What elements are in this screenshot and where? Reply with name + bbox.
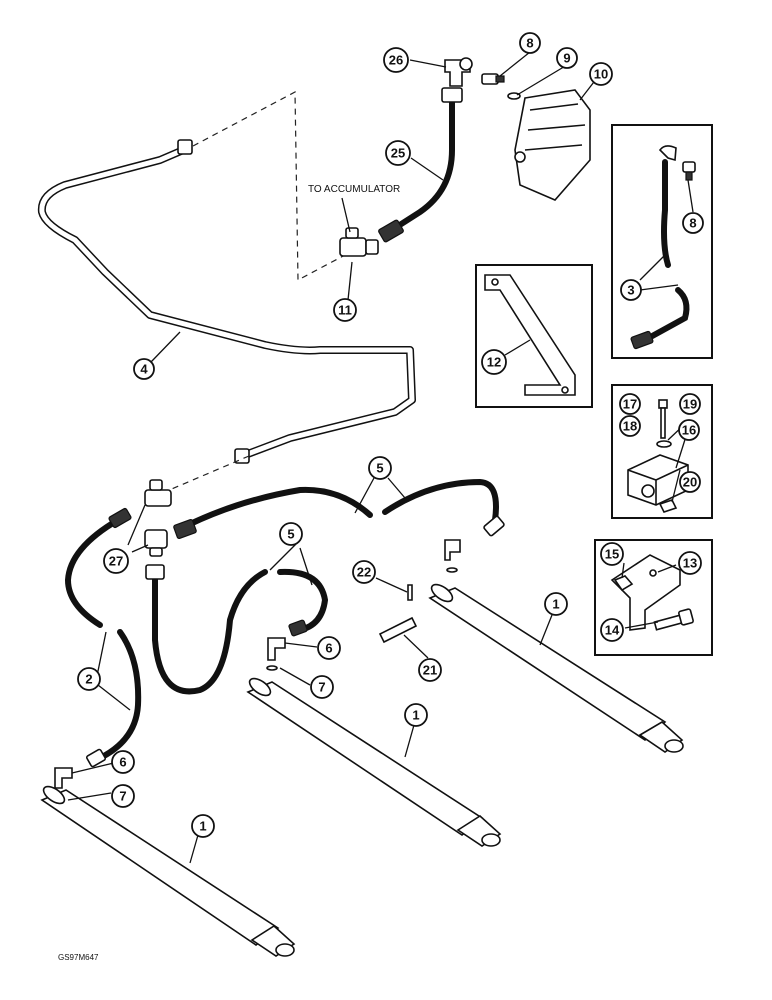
svg-text:21: 21: [423, 663, 437, 678]
cylinder-1-left: [40, 785, 296, 957]
svg-text:13: 13: [683, 556, 697, 571]
svg-text:12: 12: [487, 355, 501, 370]
elbow-fitting-upper-right: [444, 539, 461, 573]
callout-16: 16: [678, 419, 700, 441]
callout-26: 26: [383, 47, 409, 73]
svg-text:15: 15: [605, 547, 619, 562]
svg-text:26: 26: [389, 53, 403, 68]
svg-text:20: 20: [683, 475, 697, 490]
svg-text:3: 3: [627, 283, 634, 298]
tube-nut-top: [177, 139, 193, 155]
callout-17: 17: [619, 393, 641, 415]
hose-5-upper: [173, 478, 505, 540]
callout-8-upper: 8: [519, 32, 541, 54]
callout-2: 2: [77, 667, 101, 691]
callout-19: 19: [679, 393, 701, 415]
callout-5-lower: 5: [279, 522, 303, 546]
callout-22: 22: [352, 560, 376, 584]
svg-text:6: 6: [119, 755, 126, 770]
callout-1-middle: 1: [404, 703, 428, 727]
svg-text:8: 8: [689, 216, 696, 231]
hose-25: [378, 87, 463, 243]
callout-8-inset: 8: [682, 212, 704, 234]
svg-text:1: 1: [199, 819, 206, 834]
elbow-fitting-26: [444, 57, 473, 87]
svg-text:17: 17: [623, 397, 637, 412]
bracket-12: [484, 274, 576, 396]
svg-text:8: 8: [526, 36, 533, 51]
clip-22: [407, 584, 413, 601]
callout-15: 15: [600, 542, 624, 566]
steel-tube-4: [37, 139, 416, 464]
dashed-line-accumulator: [192, 91, 346, 281]
svg-text:7: 7: [318, 680, 325, 695]
svg-text:16: 16: [682, 423, 696, 438]
nut-20: [658, 499, 678, 513]
callout-21: 21: [418, 658, 442, 682]
svg-text:22: 22: [357, 565, 371, 580]
callout-10: 10: [589, 62, 613, 86]
hose-3: [630, 145, 696, 350]
callout-12: 12: [481, 349, 507, 375]
callout-7-lower: 7: [111, 784, 135, 808]
svg-text:1: 1: [552, 597, 559, 612]
callout-5-upper: 5: [368, 456, 392, 480]
cylinder-1-right: [428, 583, 684, 753]
to-accumulator-label: TO ACCUMULATOR: [308, 184, 400, 195]
fitting-8-upper: [481, 73, 505, 85]
callout-25: 25: [385, 140, 411, 166]
callout-20: 20: [679, 471, 701, 493]
svg-text:6: 6: [325, 641, 332, 656]
svg-text:14: 14: [605, 623, 620, 638]
callout-1-right: 1: [544, 592, 568, 616]
svg-text:9: 9: [563, 51, 570, 66]
pin-21: [378, 616, 418, 644]
hose-2: [64, 507, 142, 768]
hose-5-lower: [145, 564, 329, 695]
svg-text:19: 19: [683, 397, 697, 412]
elbow-fitting-6-mid: [267, 637, 286, 661]
callout-18: 18: [619, 415, 641, 437]
callout-11: 11: [333, 298, 357, 322]
callout-3: 3: [620, 279, 642, 301]
leader-lines: [67, 51, 694, 864]
drawing-code: GS97M647: [58, 953, 99, 962]
bolt-14: [653, 608, 694, 631]
callout-27: 27: [103, 548, 129, 574]
valve-block-10: [514, 89, 591, 201]
o-ring-7-mid: [266, 665, 278, 671]
svg-text:5: 5: [287, 527, 294, 542]
svg-text:27: 27: [109, 554, 123, 569]
svg-text:18: 18: [623, 419, 637, 434]
callout-7-mid: 7: [310, 675, 334, 699]
svg-text:7: 7: [119, 789, 126, 804]
svg-text:1: 1: [412, 708, 419, 723]
callout-4: 4: [133, 358, 155, 380]
tee-fitting-11: [339, 227, 379, 257]
elbow-fitting-6-lower: [54, 767, 73, 789]
washer-19: [656, 440, 672, 448]
dashed-line-tee: [159, 455, 250, 495]
callout-13: 13: [678, 551, 702, 575]
svg-text:11: 11: [338, 303, 352, 318]
bracket-13: [610, 554, 681, 631]
callout-1-left: 1: [191, 814, 215, 838]
tee-fitting-27: [144, 479, 172, 557]
svg-text:25: 25: [391, 146, 405, 161]
svg-text:4: 4: [140, 362, 148, 377]
cylinder-1-middle: [246, 677, 502, 847]
callout-6-mid: 6: [317, 636, 341, 660]
svg-text:10: 10: [594, 67, 608, 82]
svg-text:2: 2: [85, 672, 92, 687]
callout-6-lower: 6: [111, 750, 135, 774]
callout-9: 9: [556, 47, 578, 69]
callout-14: 14: [600, 618, 624, 642]
svg-text:5: 5: [376, 461, 383, 476]
bolt-17: [658, 399, 668, 439]
